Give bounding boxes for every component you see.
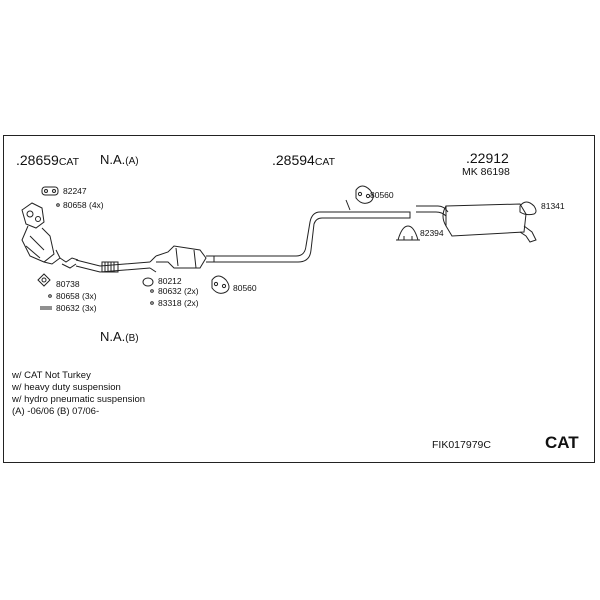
bolt-80658-3x-icon: [48, 294, 52, 298]
bolt-80658-icon: [56, 203, 60, 207]
rear-silencer: [416, 203, 537, 243]
rear-silencer-alt-number: MK 86198: [462, 166, 510, 178]
fitting-82394: 82394: [420, 228, 444, 238]
fitting-80658-3x: 80658 (3x): [56, 291, 97, 301]
note-line-1: w/ CAT Not Turkey: [12, 370, 91, 381]
note-line-4: (A) -06/06 (B) 07/06-: [12, 406, 100, 417]
gasket-82247-icon: [41, 186, 59, 196]
fitting-82247: 82247: [63, 186, 87, 196]
bolt-83318-2x-icon: [150, 301, 154, 305]
front-pipe-suffix: CAT: [58, 156, 80, 168]
fitting-83318-2x: 83318 (2x): [158, 298, 199, 308]
variant-b-suffix: (B): [125, 333, 139, 344]
fitting-80658-4x: 80658 (4x): [63, 200, 104, 210]
front-pipe-number: .28659: [16, 152, 59, 168]
variant-a-label: N.A.(A): [100, 153, 139, 167]
front-pipe: [59, 255, 157, 273]
rear-silencer-part-number: .22912: [466, 150, 509, 166]
rubber-mount-80560-upper-icon: [355, 185, 374, 204]
front-manifold-cat: [21, 202, 61, 265]
rubber-mount-80560-lower-icon: [211, 275, 230, 294]
variant-a-text: N.A.: [100, 152, 126, 167]
cat-label: CAT: [545, 433, 579, 452]
nut-80632-2x-icon: [150, 289, 154, 293]
variant-b-label: N.A.(B): [100, 330, 139, 344]
second-catalyst: [155, 245, 215, 269]
diagram-frame: [3, 135, 595, 463]
kit-code: FIK017979C: [432, 439, 491, 451]
note-line-2: w/ heavy duty suspension: [12, 382, 121, 393]
gasket-80738-icon: [37, 273, 51, 287]
middle-pipe-suffix: CAT: [314, 156, 336, 168]
nut-80632-3x-icon: [40, 306, 52, 310]
middle-pipe-number: .28594: [272, 152, 315, 168]
fitting-80560-upper: 80560: [370, 190, 394, 200]
fitting-80212: 80212: [158, 276, 182, 286]
fitting-80632-3x: 80632 (3x): [56, 303, 97, 313]
rubber-mount-81341-icon: [519, 201, 537, 216]
gasket-80212-icon: [142, 277, 154, 287]
fitting-80560-lower: 80560: [233, 283, 257, 293]
variant-b-text: N.A.: [100, 329, 126, 344]
middle-pipe-part-number: .28594CAT: [272, 153, 335, 168]
variant-a-suffix: (A): [125, 156, 139, 167]
fitting-81341: 81341: [541, 201, 565, 211]
fitting-80738: 80738: [56, 279, 80, 289]
middle-pipe: [214, 199, 411, 263]
note-line-3: w/ hydro pneumatic suspension: [12, 394, 146, 405]
fitting-80632-2x: 80632 (2x): [158, 286, 199, 296]
front-pipe-part-number: .28659CAT: [16, 153, 79, 168]
clamp-82394-icon: [396, 225, 420, 241]
